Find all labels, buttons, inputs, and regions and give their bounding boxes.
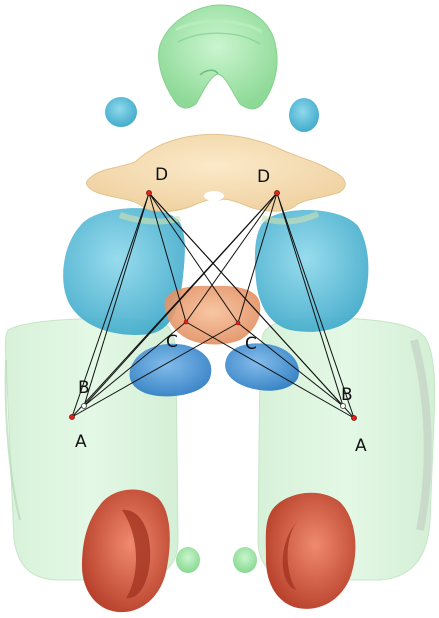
label-a-right: A — [355, 436, 367, 456]
point-d-right — [274, 190, 280, 196]
line-cl-br — [185, 321, 355, 419]
point-c-right — [235, 320, 241, 326]
blue-structure-left — [129, 343, 212, 397]
cyan-structure-right — [254, 209, 369, 332]
green-arch-structure — [158, 4, 278, 110]
label-d-left: D — [155, 165, 168, 185]
line-dl-al — [71, 192, 150, 418]
label-b-right: B — [341, 385, 353, 405]
line-dr-cr — [237, 192, 278, 324]
landmark-points — [69, 190, 357, 421]
landmark-lines — [71, 192, 355, 419]
line-cr-bl — [71, 322, 239, 418]
label-c-left: C — [166, 332, 178, 352]
line-dl-ar — [148, 192, 355, 419]
label-d-right: D — [257, 167, 270, 187]
red-structure-right — [265, 492, 356, 609]
line-dr-br — [276, 192, 344, 407]
label-a-left: A — [75, 432, 87, 452]
foramen-hole — [204, 191, 224, 201]
green-blob-right — [233, 547, 257, 573]
line-dl-cr — [148, 192, 239, 324]
cyan-structure-left — [63, 208, 185, 335]
label-b-left: B — [78, 378, 90, 398]
line-cl-bl — [83, 321, 187, 407]
cyan-blob-left — [105, 97, 137, 127]
label-c-right: C — [245, 334, 257, 354]
point-b-left — [81, 403, 87, 409]
point-d-left — [146, 190, 152, 196]
line-dr-cl — [185, 192, 278, 323]
point-a-left — [69, 414, 75, 420]
line-dr-al — [71, 192, 278, 418]
line-cr-br — [237, 322, 344, 407]
point-b-right — [340, 403, 346, 409]
landmark-labels: D D C C B B A A — [75, 165, 367, 456]
red-structure-left — [82, 489, 170, 613]
line-dr-ar — [276, 192, 355, 419]
point-a-right — [351, 415, 357, 421]
salmon-central-structure — [164, 285, 261, 345]
cyan-blob-right — [289, 98, 319, 132]
beige-bone-structure — [86, 133, 346, 225]
line-dl-bl — [83, 192, 150, 407]
point-c-left — [183, 319, 189, 325]
green-blob-left — [176, 547, 200, 573]
